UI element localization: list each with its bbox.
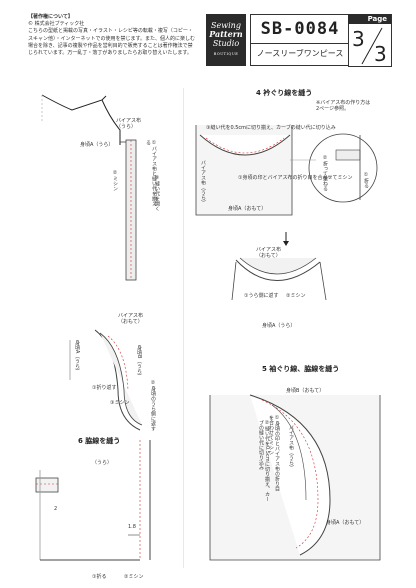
fold-label: ①折り返す	[92, 385, 117, 391]
fold-inner-label: ①うら側に返す	[244, 293, 279, 299]
bias-note: ※バイアス布の作り方は 2ページ参照。	[316, 100, 371, 112]
body-a-front-label: 身頃A（おもて）	[228, 206, 267, 212]
stitch-label: ③ミシン	[110, 400, 130, 406]
logo-line1: Sewing	[211, 21, 241, 30]
stitch3-label: ②ミシン	[286, 293, 306, 299]
stitch2-label: ②ミシン	[124, 574, 144, 580]
copyright-notice: 【著作権について】 © 株式会社ブティック社 こちらの型紙と掲載の写真・イラスト…	[28, 14, 196, 57]
arm-step1-label: ①身頃の印とバイアス布の折り目を合わせてミシン	[268, 415, 280, 491]
page-label: Page	[348, 14, 391, 24]
body-b-front-label: 身頃B（おもて）	[286, 388, 325, 394]
match-stitch-label: ①身頃の印とバイアス布の折り目を合わせてミシン	[238, 175, 353, 181]
pattern-title: ノースリーブワンピース	[250, 43, 349, 66]
section4-title: 4 衿ぐり線を縫う	[256, 89, 313, 97]
dim-2: 2	[54, 506, 58, 512]
back-label: （うら）	[92, 460, 113, 466]
body-a-back2-label: 身頃A（うら）	[74, 340, 80, 374]
dim-18: 1.8	[128, 524, 136, 530]
inner-label: ②身頃のうら側に返す	[150, 380, 156, 431]
section6-title: 6 脇線を縫う	[78, 437, 121, 445]
bias-back2-label: バイアス布（うら）	[288, 425, 294, 470]
bias-back-right-label: バイアス布（うら）	[200, 160, 206, 205]
brand-logo: Sewing Pattern Studio BOUTIQUE	[206, 14, 246, 66]
logo-sub: BOUTIQUE	[213, 52, 239, 56]
section5-title: 5 袖ぐり線、脇線を縫う	[262, 365, 340, 373]
arm-step2-label: ②縫い代を0.5cmに切り揃え、カーブの縫い代に切り込み	[258, 420, 270, 502]
bias-front2-label: バイアス布 （おもて）	[256, 247, 282, 259]
logo-line2: Pattern	[209, 29, 243, 39]
step1-align: ①バイアス布と縫い代を揃える	[145, 140, 157, 206]
step2-stitch: ②ミシン	[112, 170, 118, 191]
fold2-label: ①折る	[92, 574, 107, 580]
column-divider	[183, 88, 184, 568]
page-total: 3	[374, 42, 387, 66]
logo-line3: Studio	[212, 39, 240, 48]
copyright-owner: © 株式会社ブティック社	[28, 21, 85, 28]
bias-front-label: バイアス布 （おもて）	[118, 313, 144, 325]
bias-back-label: バイアス布 （うら）	[116, 118, 142, 130]
pattern-code: SB-0084	[250, 14, 349, 44]
step3-open: ③縫い代を開く	[154, 175, 160, 211]
overlap-label: ②折って重ねる	[322, 155, 328, 191]
body-b-label: 身頃B（うら）	[136, 345, 142, 379]
copyright-heading: 【著作権について】	[28, 14, 73, 20]
cut-trim-label: ③縫い代を0.5cmに切り揃え、カーブの縫い代に切り込み	[206, 125, 336, 131]
page-current: 3	[352, 27, 365, 51]
body-a-back3-label: 身頃A（うら）	[262, 323, 296, 329]
overlap-fold-label: ①折る	[363, 172, 369, 188]
body-a-back-label: 身頃A（うら）	[80, 142, 114, 148]
body-a-front2-label: 身頃A（おもて）	[326, 520, 365, 526]
page-slash	[361, 27, 383, 65]
copyright-text: こちらの型紙と掲載の写真・イラスト・レシピ等の転載・複写（コピー・スキャン他）・…	[28, 28, 196, 57]
